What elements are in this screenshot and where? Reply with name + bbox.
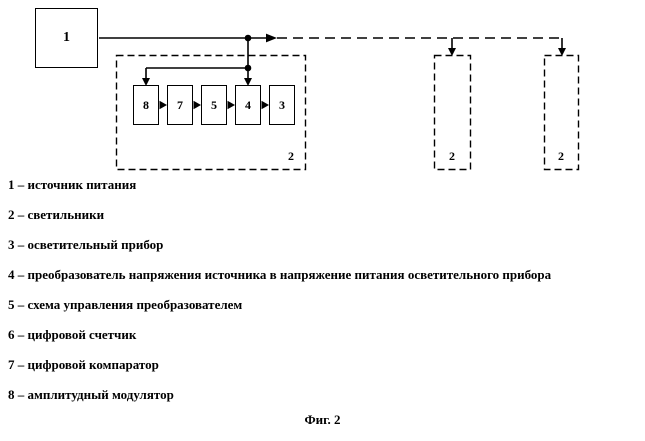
amplitude-modulator-block: 8 xyxy=(133,85,159,125)
chain-arrow-3 xyxy=(227,100,235,110)
junction-dot-2 xyxy=(244,64,252,72)
chain-arrow-1 xyxy=(159,100,167,110)
lighting-device-block: 3 xyxy=(269,85,295,125)
legend: 1 – источник питания 2 – светильники 3 –… xyxy=(8,170,642,410)
digital-comparator-block: 7 xyxy=(167,85,193,125)
legend-item-7: 7 – цифровой компаратор xyxy=(8,357,159,372)
chain-arrow-4 xyxy=(261,100,269,110)
remote-luminaire-label-2: 2 xyxy=(558,149,564,163)
drop1-arrowhead xyxy=(448,48,456,56)
drop2-arrowhead xyxy=(558,48,566,56)
power-source-block: 1 xyxy=(35,8,98,68)
legend-item-1: 1 – источник питания xyxy=(8,177,137,192)
legend-item-3: 3 – осветительный прибор xyxy=(8,237,164,252)
legend-item-2: 2 – светильники xyxy=(8,207,105,222)
legend-item-5: 5 – схема управления преобразователем xyxy=(8,297,243,312)
chain-arrow-2 xyxy=(193,100,201,110)
power-bus-lines xyxy=(99,37,563,78)
luminaire-label: 2 xyxy=(288,149,294,163)
figure-caption: Фиг. 2 xyxy=(304,412,341,427)
junction-dot-1 xyxy=(244,34,252,42)
converter-control-block: 5 xyxy=(201,85,227,125)
legend-item-6: 6 – цифровой счетчик xyxy=(8,327,137,342)
legend-item-4: 4 – преобразователь напряжения источника… xyxy=(8,267,552,282)
remote-luminaire-label-1: 2 xyxy=(449,149,455,163)
legend-item-8: 8 – амплитудный модулятор xyxy=(8,387,174,402)
bus-arrowhead xyxy=(266,33,277,43)
voltage-converter-block: 4 xyxy=(235,85,261,125)
